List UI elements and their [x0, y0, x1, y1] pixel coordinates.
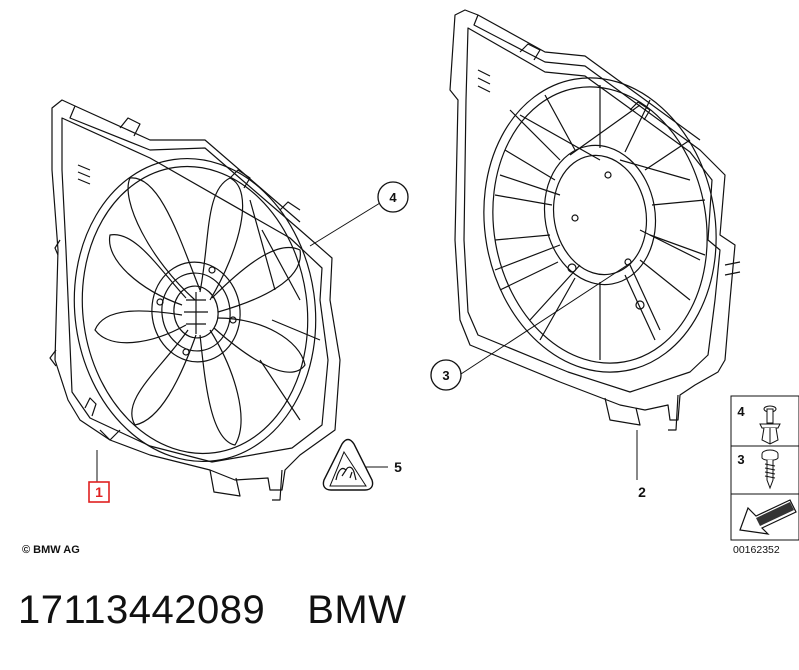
copyright-text: © BMW AG [22, 544, 80, 556]
fastener-legend: 4 3 [730, 395, 799, 541]
legend-label-4: 4 [737, 404, 745, 419]
part-caption: 17113442089 BMW [18, 588, 407, 648]
screw-icon [761, 449, 779, 490]
callout-circle [430, 359, 462, 391]
callout-part-3: 3 [430, 359, 462, 391]
legend-label-3: 3 [737, 452, 744, 467]
callout-label-4: 4 [389, 190, 397, 205]
leader-part-3 [460, 261, 633, 375]
callout-label-3: 3 [442, 368, 449, 383]
exploded-parts-diagram: 1 2 3 4 5 4 3 [22, 9, 799, 556]
fan-shroud-rear-view [449, 9, 741, 431]
leader-lines [96, 202, 638, 482]
hand-fan-icon [335, 466, 357, 481]
callout-label-1: 1 [95, 484, 103, 500]
diagram-reference-number: 00162352 [733, 544, 780, 556]
highlight-box [88, 481, 110, 503]
callout-part-1: 1 [88, 481, 110, 503]
callout-label-5: 5 [394, 459, 402, 475]
warning-label-part-5: 5 [322, 438, 402, 491]
fan-assembly-front-view [49, 99, 341, 501]
callout-label-2: 2 [638, 484, 646, 500]
arrow-symbol-icon [739, 499, 797, 535]
warning-triangle-icon [322, 438, 374, 491]
expanding-rivet-icon [759, 405, 781, 445]
part-number: 17113442089 [18, 588, 266, 632]
brand-name: BMW [307, 588, 407, 632]
callout-circle [377, 181, 409, 213]
leader-part-4 [309, 202, 381, 247]
callout-part-4: 4 [377, 181, 409, 213]
